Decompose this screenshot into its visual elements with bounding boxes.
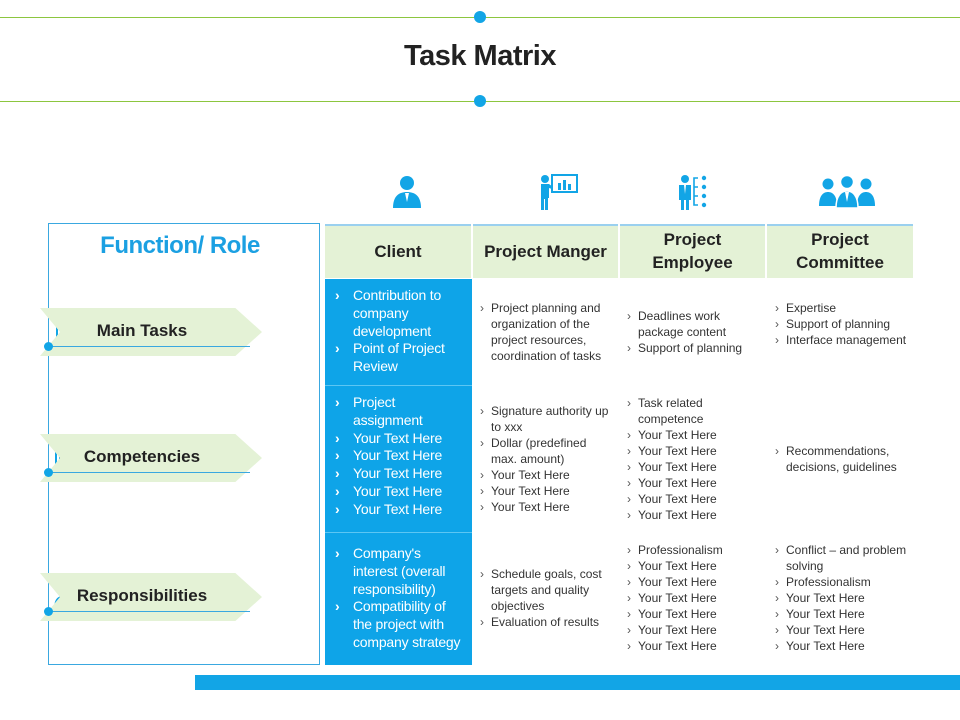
list-item: Company's interest (overall responsibili…: [335, 545, 464, 598]
list-item: Your Text Here: [627, 443, 759, 459]
top-divider-dot: [474, 11, 486, 23]
list-item: Conflict – and problem solving: [775, 542, 907, 574]
list-item: Your Text Here: [627, 427, 759, 443]
list-item: Your Text Here: [627, 475, 759, 491]
list-item: Evaluation of results: [480, 614, 612, 630]
list-item: Your Text Here: [335, 465, 464, 483]
list-item: Your Text Here: [335, 483, 464, 501]
list-item: Point of Project Review: [335, 340, 464, 376]
row-label-main-tasks: Main Tasks: [40, 308, 262, 356]
list-item: Compatibility of the project with compan…: [335, 598, 464, 651]
list-item: Deadlines work package content: [627, 308, 759, 340]
cell-employee-competencies: Task related competence Your Text Here Y…: [627, 395, 763, 523]
list-item: Project planning and organization of the…: [480, 300, 612, 364]
list-item: Your Text Here: [335, 447, 464, 465]
cell-manager-main-tasks: Project planning and organization of the…: [480, 300, 616, 364]
list-item: Task related competence: [627, 395, 759, 427]
list-item: Interface management: [775, 332, 907, 348]
row-label-text: Main Tasks: [96, 321, 188, 340]
person-icon: [393, 176, 421, 208]
row-label-responsibilities: Responsibilities: [40, 573, 262, 621]
bottom-divider-dot: [474, 95, 486, 107]
list-item: Your Text Here: [335, 501, 464, 519]
list-item: Your Text Here: [627, 590, 759, 606]
cell-client-competencies: Project assignment Your Text Here Your T…: [325, 386, 472, 532]
list-item: Your Text Here: [775, 622, 907, 638]
cell-client-main-tasks: Contribution to company development Poin…: [325, 279, 472, 385]
list-item: Your Text Here: [627, 574, 759, 590]
cell-manager-competencies: Signature authority up to xxx Dollar (pr…: [480, 403, 616, 515]
presenter-chart-icon: [541, 174, 578, 210]
list-item: Your Text Here: [627, 507, 759, 523]
cell-employee-responsibilities: Professionalism Your Text Here Your Text…: [627, 542, 763, 654]
list-item: Your Text Here: [627, 459, 759, 475]
list-item: Your Text Here: [480, 483, 612, 499]
list-item: Your Text Here: [775, 606, 907, 622]
list-item: Your Text Here: [335, 430, 464, 448]
list-item: Your Text Here: [775, 590, 907, 606]
cell-manager-responsibilities: Schedule goals, cost targets and quality…: [480, 566, 616, 630]
list-item: Expertise: [775, 300, 907, 316]
row-label-text: Competencies: [83, 447, 201, 466]
cell-client-responsibilities: Company's interest (overall responsibili…: [325, 533, 472, 665]
cell-employee-main-tasks: Deadlines work package content Support o…: [627, 308, 763, 356]
list-item: Project assignment: [335, 394, 464, 430]
cell-committee-main-tasks: Expertise Support of planning Interface …: [775, 300, 911, 348]
list-item: Recommendations, decisions, guidelines: [775, 443, 907, 475]
list-item: Support of planning: [775, 316, 907, 332]
list-item: Professionalism: [627, 542, 759, 558]
list-item: Support of planning: [627, 340, 759, 356]
list-item: Your Text Here: [480, 499, 612, 515]
list-item: Your Text Here: [627, 558, 759, 574]
list-item: Your Text Here: [627, 491, 759, 507]
row-label-competencies: Competencies: [40, 434, 262, 482]
list-item: Your Text Here: [627, 638, 759, 654]
list-item: Your Text Here: [480, 467, 612, 483]
list-item: Signature authority up to xxx: [480, 403, 612, 435]
page-title: Task Matrix: [404, 40, 556, 72]
column-header-project-manger: Project Manger: [473, 224, 618, 278]
cell-committee-competencies: Recommendations, decisions, guidelines: [775, 443, 911, 475]
list-item: Dollar (predefined max. amount): [480, 435, 612, 467]
bottom-accent-bar: [195, 675, 960, 690]
list-item: Your Text Here: [627, 606, 759, 622]
cell-committee-responsibilities: Conflict – and problem solving Professio…: [775, 542, 911, 654]
list-item: Professionalism: [775, 574, 907, 590]
employee-list-icon: [679, 175, 707, 210]
column-header-client: Client: [325, 224, 471, 278]
list-item: Your Text Here: [775, 638, 907, 654]
group-icon: [819, 174, 875, 209]
function-role-title: Function/ Role: [100, 232, 260, 259]
list-item: Contribution to company development: [335, 287, 464, 340]
row-label-text: Responsibilities: [76, 586, 208, 605]
list-item: Your Text Here: [627, 622, 759, 638]
list-item: Schedule goals, cost targets and quality…: [480, 566, 612, 614]
